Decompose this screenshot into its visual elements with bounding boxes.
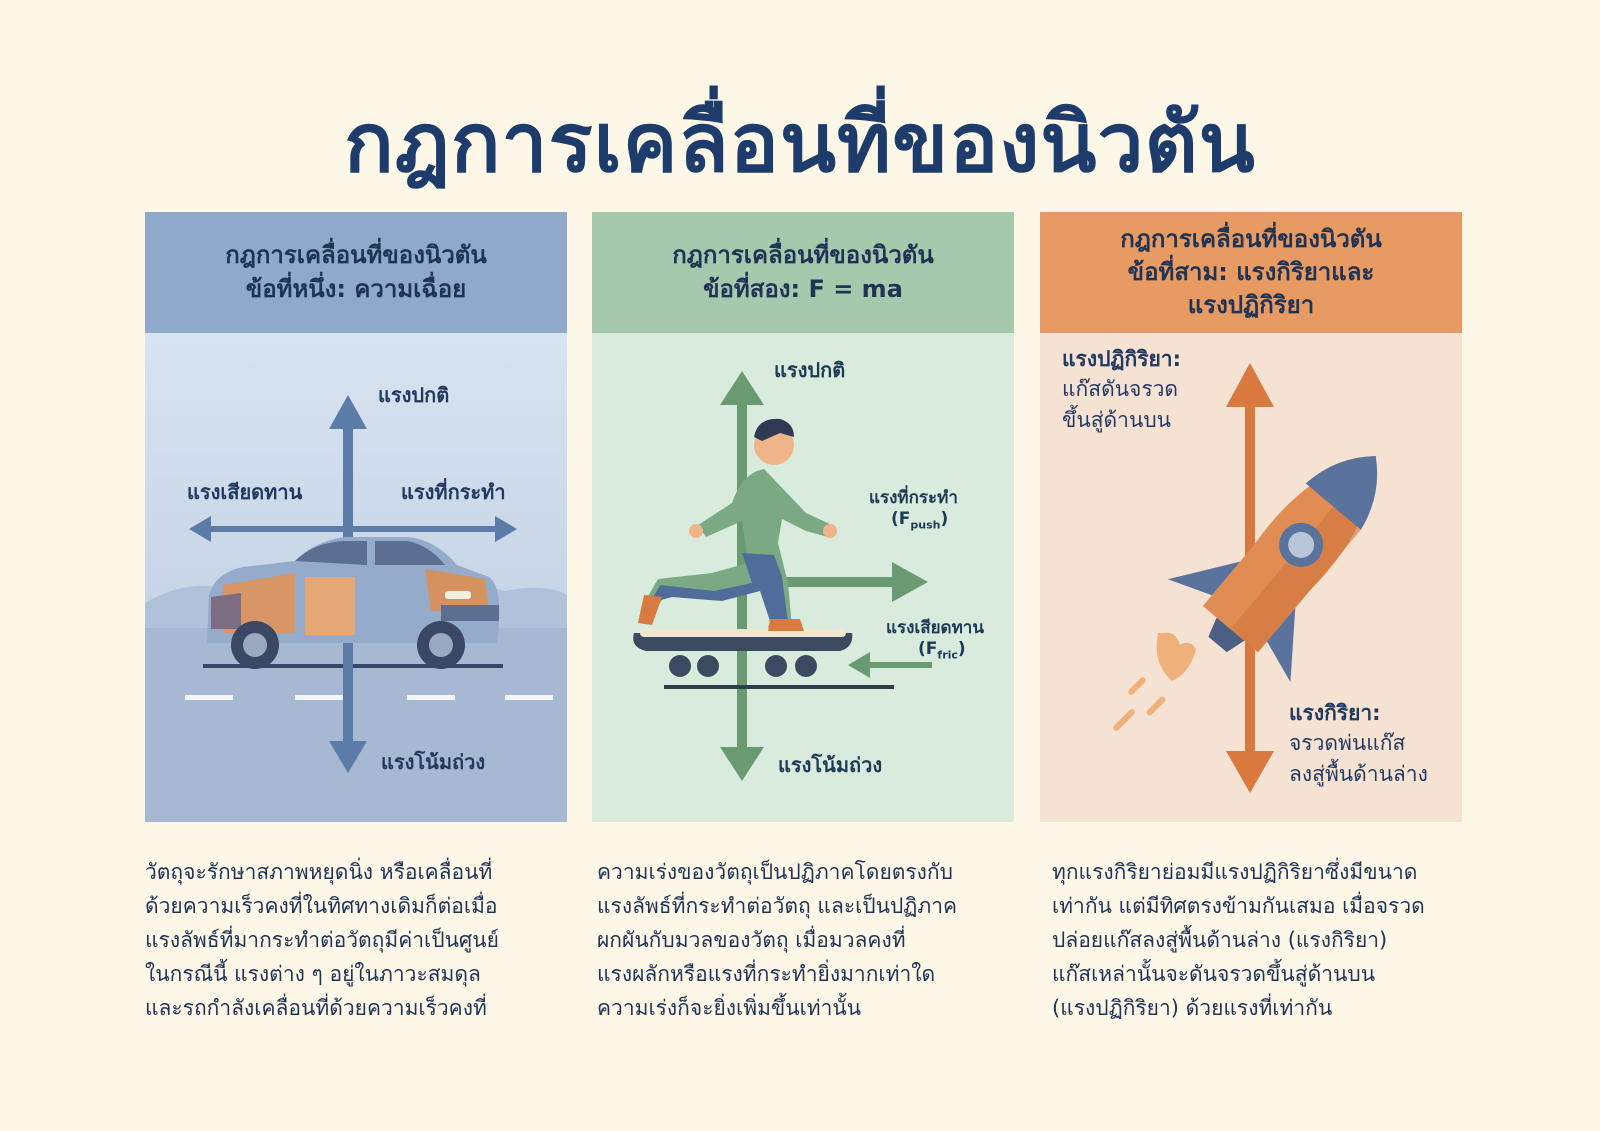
symbol-sub: fric bbox=[937, 648, 958, 662]
panel-second-law: กฎการเคลื่อนที่ของนิวตัน ข้อที่สอง: F = … bbox=[592, 212, 1014, 822]
friction-arrow bbox=[848, 652, 932, 678]
header-line: แรงปฏิกิริยา bbox=[1187, 291, 1315, 320]
applied-force-label: แรงที่กระทำ bbox=[401, 480, 506, 504]
action-title: แรงกิริยา: bbox=[1289, 701, 1381, 725]
description-line: ปล่อยแก๊สลงสู่พื้นด้านล่าง (แรงกิริยา) bbox=[1052, 928, 1388, 952]
ground-line bbox=[664, 685, 894, 689]
description-line: ความเร่งก็จะยิ่งเพิ่มขึ้นเท่านั้น bbox=[597, 996, 862, 1020]
reaction-line: ขึ้นสู่ด้านบน bbox=[1062, 407, 1171, 432]
rocket-force-diagram bbox=[1040, 333, 1462, 822]
description-line: เท่ากัน แต่มีทิศตรงข้ามกันเสมอ เมื่อจรวด bbox=[1052, 894, 1425, 918]
symbol-f: F bbox=[925, 639, 938, 659]
rocket-illustration bbox=[1167, 456, 1378, 683]
action-line: จรวดพ่นแก๊ส bbox=[1289, 731, 1406, 756]
car-illustration bbox=[207, 537, 500, 669]
friction-label: แรงเสียดทาน bbox=[187, 480, 303, 504]
panel-third-law: กฎการเคลื่อนที่ของนิวตัน ข้อที่สาม: แรงก… bbox=[1040, 212, 1462, 822]
friction-label: แรงเสียดทาน bbox=[886, 618, 984, 638]
header-line: ข้อที่หนึ่ง: ความเฉื่อย bbox=[245, 274, 467, 303]
rocket-exhaust bbox=[1113, 632, 1196, 731]
description-line: ทุกแรงกิริยาย่อมมีแรงปฏิกิริยาซึ่งมีขนาด bbox=[1052, 860, 1418, 884]
gravity-label: แรงโน้มถ่วง bbox=[381, 750, 486, 774]
description-line: แรงลัพธ์ที่กระทำต่อวัตถุ และเป็นปฏิภาค bbox=[597, 894, 958, 918]
description-line: วัตถุจะรักษาสภาพหยุดนิ่ง หรือเคลื่อนที่ bbox=[145, 860, 493, 884]
panel-header: กฎการเคลื่อนที่ของนิวตัน ข้อที่สาม: แรงก… bbox=[1040, 212, 1462, 333]
symbol-f: F bbox=[898, 509, 911, 529]
second-law-description: ความเร่งของวัตถุเป็นปฏิภาคโดยตรงกับ แรงล… bbox=[597, 855, 1017, 1025]
road bbox=[145, 628, 567, 822]
panel-header: กฎการเคลื่อนที่ของนิวตัน ข้อที่หนึ่ง: คว… bbox=[145, 212, 567, 333]
skateboard-force-diagram bbox=[592, 333, 1014, 822]
reaction-note: แรงปฏิกิริยา: แก๊สดันจรวด ขึ้นสู่ด้านบน bbox=[1062, 344, 1181, 435]
description-line: (แรงปฏิกิริยา) ด้วยแรงที่เท่ากัน bbox=[1052, 996, 1333, 1020]
first-law-description: วัตถุจะรักษาสภาพหยุดนิ่ง หรือเคลื่อนที่ … bbox=[145, 855, 565, 1025]
description-line: ผกผันกับมวลของวัตถุ เมื่อมวลคงที่ bbox=[597, 928, 906, 952]
description-line: ในกรณีนี้ แรงต่าง ๆ อยู่ในภาวะสมดุล bbox=[145, 962, 481, 986]
header-line: กฎการเคลื่อนที่ของนิวตัน bbox=[1120, 224, 1382, 253]
reaction-line: แก๊สดันจรวด bbox=[1062, 377, 1179, 402]
description-line: และรถกำลังเคลื่อนที่ด้วยความเร็วคงที่ bbox=[145, 996, 487, 1020]
car-force-diagram bbox=[145, 333, 567, 822]
description-line: ด้วยความเร็วคงที่ในทิศทางเดิมก็ต่อเมื่อ bbox=[145, 894, 498, 918]
normal-force-label: แรงปกติ bbox=[774, 358, 846, 382]
symbol-sub: push bbox=[910, 518, 941, 532]
description-line: แรงผลักหรือแรงที่กระทำยิ่งมากเท่าใด bbox=[597, 962, 936, 986]
gravity-label: แรงโน้มถ่วง bbox=[778, 753, 883, 777]
third-law-description: ทุกแรงกิริยาย่อมมีแรงปฏิกิริยาซึ่งมีขนาด… bbox=[1052, 855, 1472, 1025]
friction-symbol: (Ffric) bbox=[918, 639, 966, 662]
description-line: แก๊สเหล่านั้นจะดันจรวดขึ้นสู่ด้านบน bbox=[1052, 962, 1376, 986]
description-line: แรงลัพธ์ที่มากระทำต่อวัตถุมีค่าเป็นศูนย์ bbox=[145, 928, 499, 952]
header-line: กฎการเคลื่อนที่ของนิวตัน bbox=[672, 241, 934, 270]
skater-person bbox=[638, 418, 837, 631]
page-title: กฎการเคลื่อนที่ของนิวตัน bbox=[344, 96, 1256, 191]
panel-first-law: กฎการเคลื่อนที่ของนิวตัน ข้อที่หนึ่ง: คว… bbox=[145, 212, 567, 822]
action-line: ลงสู่พื้นด้านล่าง bbox=[1289, 761, 1428, 786]
header-line: ข้อที่สาม: แรงกิริยาและ bbox=[1127, 257, 1375, 286]
description-line: ความเร่งของวัตถุเป็นปฏิภาคโดยตรงกับ bbox=[597, 860, 953, 884]
applied-force-symbol: (Fpush) bbox=[891, 509, 949, 532]
applied-force-arrow bbox=[774, 562, 928, 602]
horizontal-arrow bbox=[189, 516, 517, 542]
applied-force-label: แรงที่กระทำ bbox=[869, 488, 958, 508]
road-markings bbox=[185, 695, 553, 700]
panel-header: กฎการเคลื่อนที่ของนิวตัน ข้อที่สอง: F = … bbox=[592, 212, 1014, 333]
reaction-title: แรงปฏิกิริยา: bbox=[1062, 347, 1181, 371]
header-line: กฎการเคลื่อนที่ของนิวตัน bbox=[225, 241, 487, 270]
normal-force-label: แรงปกติ bbox=[378, 383, 450, 407]
header-line: ข้อที่สอง: F = ma bbox=[703, 274, 903, 303]
action-note: แรงกิริยา: จรวดพ่นแก๊ส ลงสู่พื้นด้านล่าง bbox=[1289, 698, 1428, 789]
